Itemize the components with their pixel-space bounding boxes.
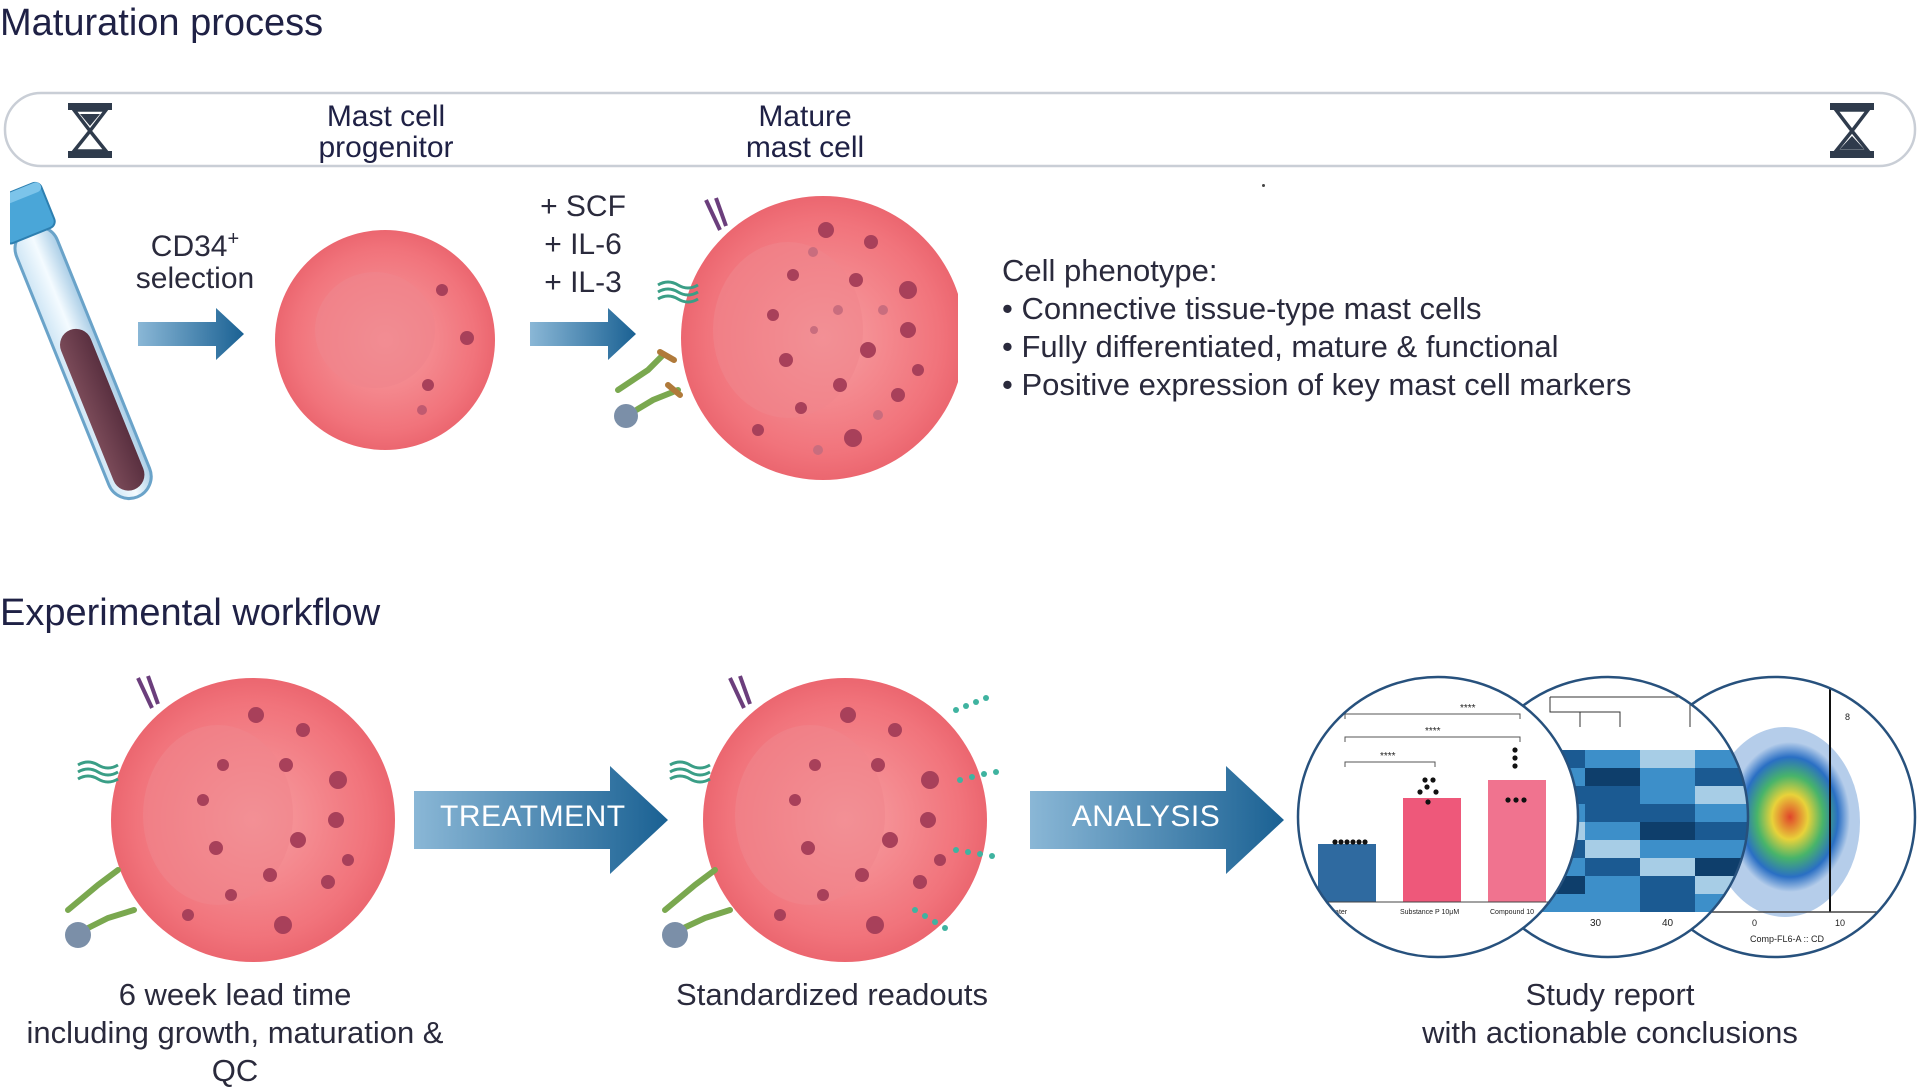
workflow-cell-1 xyxy=(65,675,395,962)
progenitor-cell xyxy=(275,230,495,450)
flow-cytometry-plot: 0 10 8 Comp-FL6-A :: CD xyxy=(1635,677,1915,957)
bar-data-point xyxy=(1338,839,1344,845)
bar-data-point xyxy=(1350,839,1356,845)
selection-arrow xyxy=(138,308,244,360)
treatment-arrow xyxy=(414,766,668,874)
flow-tick: 10 xyxy=(1835,918,1845,928)
sig-label: **** xyxy=(1425,726,1441,737)
caption-readouts: Standardized readouts xyxy=(676,977,988,1012)
bar-category-label: Compound 10 xyxy=(1490,909,1534,916)
treatment-label: TREATMENT xyxy=(440,800,626,833)
bar-data-point xyxy=(1425,799,1431,805)
flow-tick: 8 xyxy=(1845,712,1850,722)
sig-label: **** xyxy=(1460,703,1476,714)
bar-1 xyxy=(1318,844,1376,902)
factor-il6: + IL-6 xyxy=(544,228,622,261)
mature-cell xyxy=(614,196,958,480)
bar-data-point xyxy=(1505,797,1511,803)
cd34-label: CD34+ xyxy=(150,228,240,263)
workflow-cell-2 xyxy=(662,675,999,962)
phenotype-item: • Fully differentiated, mature & functio… xyxy=(1002,329,1559,364)
heatmap-tick: 40 xyxy=(1662,918,1674,929)
workflow-title: Experimental workflow xyxy=(0,592,381,634)
phenotype-heading: Cell phenotype: xyxy=(1002,253,1218,288)
hourglass-end-icon xyxy=(1830,103,1874,158)
factor-scf: + SCF xyxy=(540,190,626,223)
maturation-arrow xyxy=(530,308,636,360)
bar-data-point xyxy=(1344,839,1350,845)
timeline-stage-progenitor: Mast cell progenitor xyxy=(318,100,454,164)
timeline-bar xyxy=(3,91,1917,168)
bar-data-point xyxy=(1512,755,1518,761)
bar-data-point xyxy=(1422,777,1428,783)
bar-data-point xyxy=(1362,839,1368,845)
report-visuals: 0 10 8 Comp-FL6-A :: CD 30 40 xyxy=(1296,675,1917,959)
timeline-stage-mature: Mature mast cell xyxy=(745,100,865,164)
bar-2 xyxy=(1403,798,1461,902)
bar-data-point xyxy=(1332,839,1338,845)
maturation-title: Maturation process xyxy=(0,2,324,44)
bar-chart: **** **** **** water Substance P 10μM Co… xyxy=(1298,677,1578,957)
flow-axis-label: Comp-FL6-A :: CD xyxy=(1750,934,1825,944)
selection-label: selection xyxy=(135,262,255,295)
caption-report: Study report with actionable conclusions xyxy=(1422,977,1798,1050)
analysis-label: ANALYSIS xyxy=(1071,800,1221,833)
stray-dot xyxy=(1262,184,1265,187)
flow-tick: 0 xyxy=(1752,918,1757,928)
sig-label: **** xyxy=(1380,751,1396,762)
heatmap-tick: 30 xyxy=(1590,918,1602,929)
bar-data-point xyxy=(1513,797,1519,803)
hourglass-start-icon xyxy=(68,103,112,158)
bar-data-point xyxy=(1424,784,1430,790)
bar-category-label: Substance P 10μM xyxy=(1400,909,1459,916)
analysis-arrow xyxy=(1030,766,1284,874)
bar-data-point xyxy=(1512,747,1518,753)
bar-data-point xyxy=(1433,789,1439,795)
blood-tube-icon xyxy=(10,181,153,500)
bar-data-point xyxy=(1430,777,1436,783)
bar-category-label: water xyxy=(1329,909,1348,916)
factor-il3: + IL-3 xyxy=(544,266,622,299)
caption-lead-time: 6 week lead time including growth, matur… xyxy=(26,977,444,1088)
bar-data-point xyxy=(1417,789,1423,795)
phenotype-item: • Connective tissue-type mast cells xyxy=(1002,291,1482,326)
bar-data-point xyxy=(1512,763,1518,769)
bar-data-point xyxy=(1356,839,1362,845)
bar-data-point xyxy=(1521,797,1527,803)
phenotype-item: • Positive expression of key mast cell m… xyxy=(1002,367,1632,402)
